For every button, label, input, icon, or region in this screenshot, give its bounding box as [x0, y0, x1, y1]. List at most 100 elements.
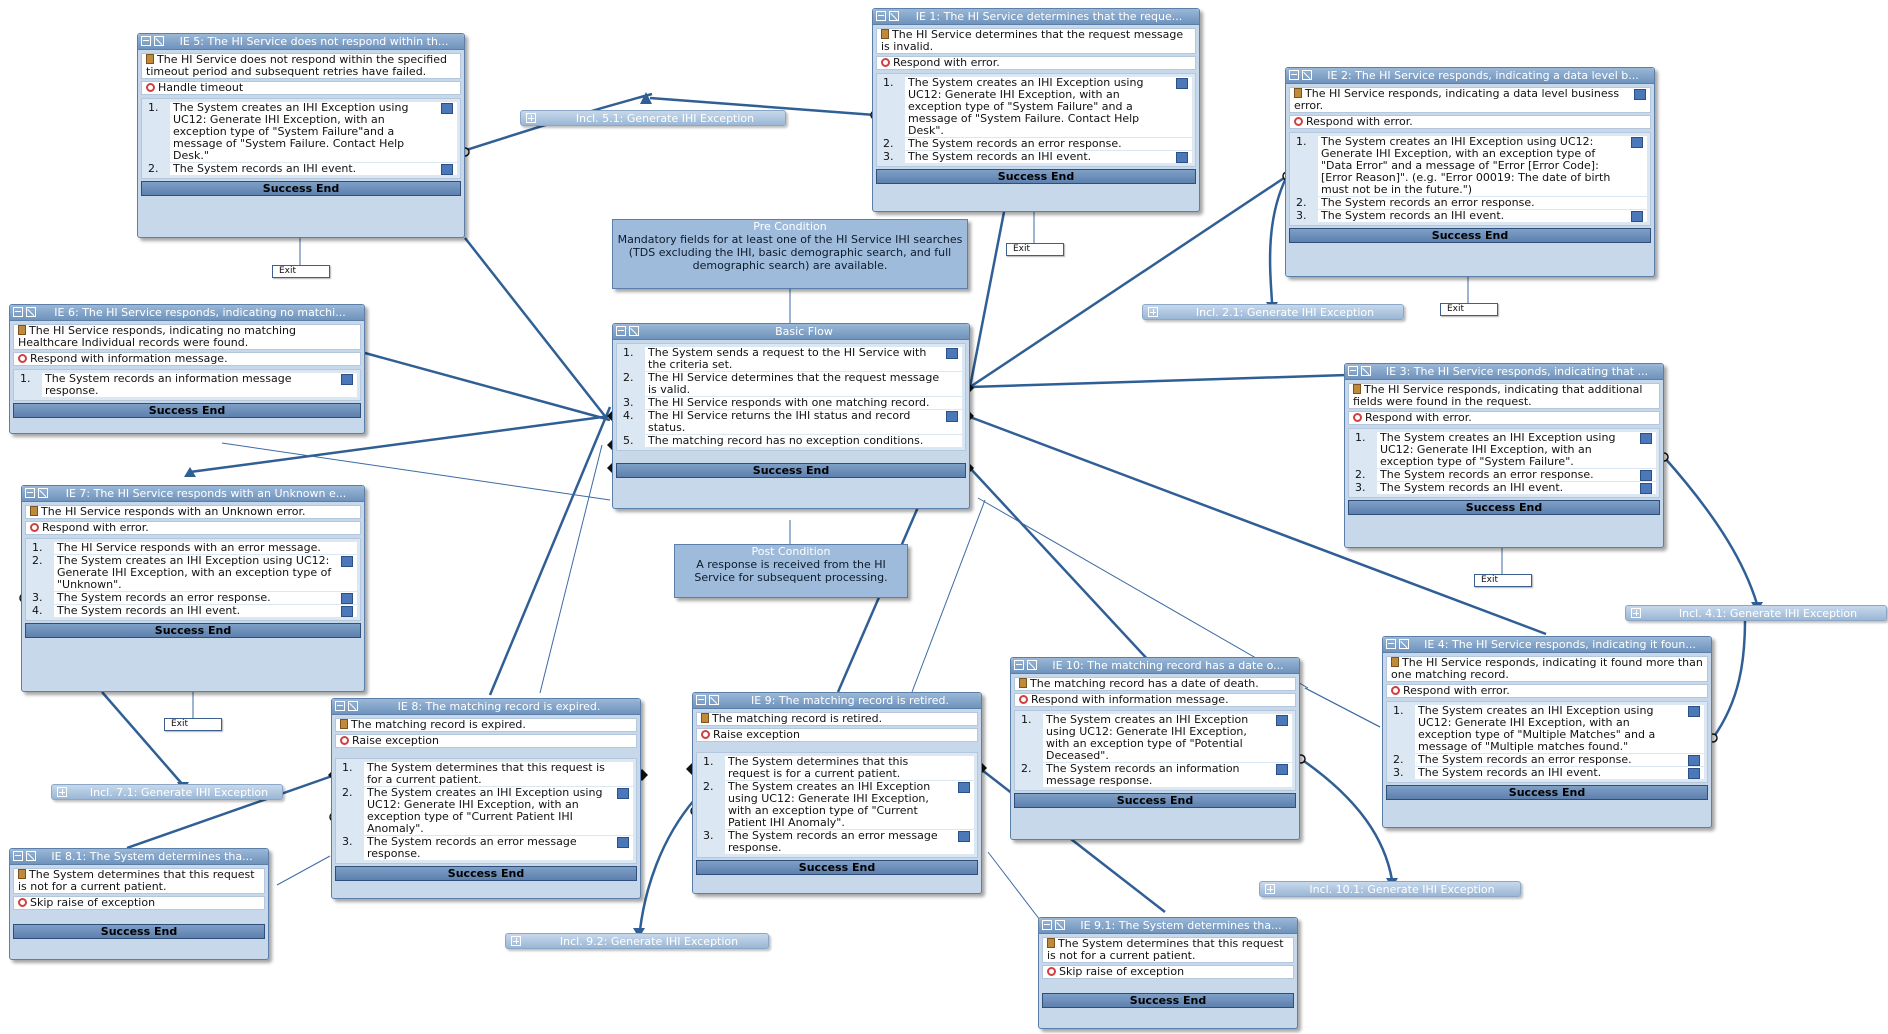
- note-icon[interactable]: [1640, 483, 1652, 494]
- ie4-title-bar[interactable]: IE 4: The HI Service responds, indicatin…: [1383, 637, 1711, 653]
- ie7-box[interactable]: IE 7: The HI Service responds with an Un…: [21, 485, 365, 692]
- note-icon[interactable]: [617, 837, 629, 848]
- step: 2.The System records an error response.: [880, 138, 1192, 150]
- collapse-icon[interactable]: [26, 307, 36, 317]
- collapse-icon[interactable]: [38, 488, 48, 498]
- ie3-title: IE 3: The HI Service responds, indicatin…: [1385, 365, 1649, 378]
- ie1-box[interactable]: IE 1: The HI Service determines that the…: [872, 8, 1200, 212]
- ie5-title-bar[interactable]: IE 5: The HI Service does not respond wi…: [138, 34, 464, 50]
- minimize-icon[interactable]: [141, 36, 151, 46]
- note-icon[interactable]: [1276, 764, 1288, 775]
- note-icon[interactable]: [958, 831, 970, 842]
- minimize-icon[interactable]: [696, 695, 706, 705]
- incl-7-1[interactable]: Incl. 7.1: Generate IHI Exception: [51, 784, 283, 800]
- note-icon[interactable]: [1176, 78, 1188, 89]
- collapse-icon[interactable]: [1027, 660, 1037, 670]
- ie6-box[interactable]: IE 6: The HI Service responds, indicatin…: [9, 304, 365, 434]
- note-icon[interactable]: [441, 103, 453, 114]
- ie8-1-title-bar[interactable]: IE 8.1: The System determines tha...: [10, 849, 268, 865]
- step-text-content: The System records an error response.: [1321, 196, 1535, 209]
- collapse-icon[interactable]: [1055, 920, 1065, 930]
- minimize-icon[interactable]: [335, 701, 345, 711]
- success-end: Success End: [25, 623, 361, 638]
- minimize-icon[interactable]: [1042, 920, 1052, 930]
- collapse-icon[interactable]: [709, 695, 719, 705]
- collapse-icon[interactable]: [26, 851, 36, 861]
- note-icon[interactable]: [946, 411, 958, 422]
- ie5-box[interactable]: IE 5: The HI Service does not respond wi…: [137, 33, 465, 238]
- post-condition: Post Condition A response is received fr…: [674, 544, 908, 598]
- incl-4-1[interactable]: Incl. 4.1: Generate IHI Exception: [1625, 605, 1887, 621]
- ie2-title-bar[interactable]: IE 2: The HI Service responds, indicatin…: [1286, 68, 1654, 84]
- note-icon[interactable]: [1688, 706, 1700, 717]
- collapse-icon[interactable]: [348, 701, 358, 711]
- note-icon[interactable]: [341, 374, 353, 385]
- expand-icon[interactable]: [1148, 307, 1158, 317]
- note-icon[interactable]: [341, 593, 353, 604]
- ie8-1-box[interactable]: IE 8.1: The System determines tha... The…: [9, 848, 269, 960]
- ie8-box[interactable]: IE 8: The matching record is expired. Th…: [331, 698, 641, 899]
- minimize-icon[interactable]: [13, 307, 23, 317]
- note-icon[interactable]: [1634, 89, 1646, 100]
- note-icon[interactable]: [1688, 768, 1700, 779]
- note-icon[interactable]: [1631, 211, 1643, 222]
- minimize-icon[interactable]: [876, 11, 886, 21]
- basic-flow-title-bar[interactable]: Basic Flow: [613, 324, 969, 340]
- ie2-box[interactable]: IE 2: The HI Service responds, indicatin…: [1285, 67, 1655, 277]
- expand-icon[interactable]: [57, 787, 67, 797]
- ie2-trigger-text: The HI Service responds, indicating a da…: [1294, 87, 1620, 112]
- collapse-icon[interactable]: [1399, 639, 1409, 649]
- note-icon[interactable]: [958, 782, 970, 793]
- note-icon[interactable]: [946, 348, 958, 359]
- collapse-icon[interactable]: [629, 326, 639, 336]
- note-icon[interactable]: [341, 556, 353, 567]
- ie9-1-box[interactable]: IE 9.1: The System determines tha... The…: [1038, 917, 1298, 1029]
- expand-icon[interactable]: [1265, 884, 1275, 894]
- ie10-box[interactable]: IE 10: The matching record has a date o.…: [1010, 657, 1300, 840]
- ie4-box[interactable]: IE 4: The HI Service responds, indicatin…: [1382, 636, 1712, 828]
- note-icon[interactable]: [617, 788, 629, 799]
- minimize-icon[interactable]: [1386, 639, 1396, 649]
- collapse-icon[interactable]: [889, 11, 899, 21]
- ie8-title-bar[interactable]: IE 8: The matching record is expired.: [332, 699, 640, 715]
- note-icon[interactable]: [1631, 137, 1643, 148]
- collapse-icon[interactable]: [154, 36, 164, 46]
- success-end: Success End: [1289, 228, 1651, 243]
- note-icon[interactable]: [1688, 755, 1700, 766]
- expand-icon[interactable]: [526, 113, 536, 123]
- ie3-box[interactable]: IE 3: The HI Service responds, indicatin…: [1344, 363, 1664, 548]
- incl-10-1[interactable]: Incl. 10.1: Generate IHI Exception: [1259, 881, 1521, 897]
- minimize-icon[interactable]: [1348, 366, 1358, 376]
- step: 1.The System creates an IHI Exception us…: [1390, 705, 1704, 753]
- note-icon[interactable]: [1276, 715, 1288, 726]
- incl-5-1[interactable]: Incl. 5.1: Generate IHI Exception: [520, 110, 786, 126]
- note-icon[interactable]: [1640, 470, 1652, 481]
- ie7-title-bar[interactable]: IE 7: The HI Service responds with an Un…: [22, 486, 364, 502]
- collapse-icon[interactable]: [1302, 70, 1312, 80]
- incl-9-2[interactable]: Incl. 9.2: Generate IHI Exception: [505, 933, 769, 949]
- ie3-title-bar[interactable]: IE 3: The HI Service responds, indicatin…: [1345, 364, 1663, 380]
- note-icon[interactable]: [441, 164, 453, 175]
- step-text: The System creates an IHI Exception usin…: [1043, 714, 1292, 762]
- ie8-title: IE 8: The matching record is expired.: [397, 700, 601, 713]
- ie10-title-bar[interactable]: IE 10: The matching record has a date o.…: [1011, 658, 1299, 674]
- basic-flow-box[interactable]: Basic Flow 1.The System sends a request …: [612, 323, 970, 509]
- note-icon[interactable]: [1640, 433, 1652, 444]
- collapse-icon[interactable]: [1361, 366, 1371, 376]
- note-icon[interactable]: [341, 606, 353, 617]
- minimize-icon[interactable]: [616, 326, 626, 336]
- incl-2-1[interactable]: Incl. 2.1: Generate IHI Exception: [1142, 304, 1404, 320]
- ie1-title-bar[interactable]: IE 1: The HI Service determines that the…: [873, 9, 1199, 25]
- minimize-icon[interactable]: [1014, 660, 1024, 670]
- ie9-title-bar[interactable]: IE 9: The matching record is retired.: [693, 693, 981, 709]
- minimize-icon[interactable]: [1289, 70, 1299, 80]
- minimize-icon[interactable]: [13, 851, 23, 861]
- ie9-box[interactable]: IE 9: The matching record is retired. Th…: [692, 692, 982, 894]
- expand-icon[interactable]: [511, 936, 521, 946]
- note-icon[interactable]: [1176, 152, 1188, 163]
- minimize-icon[interactable]: [25, 488, 35, 498]
- ie9-1-title-bar[interactable]: IE 9.1: The System determines tha...: [1039, 918, 1297, 934]
- expand-icon[interactable]: [1631, 608, 1641, 618]
- ie6-title-bar[interactable]: IE 6: The HI Service responds, indicatin…: [10, 305, 364, 321]
- step-text-content: The System creates an IHI Exception usin…: [57, 554, 332, 591]
